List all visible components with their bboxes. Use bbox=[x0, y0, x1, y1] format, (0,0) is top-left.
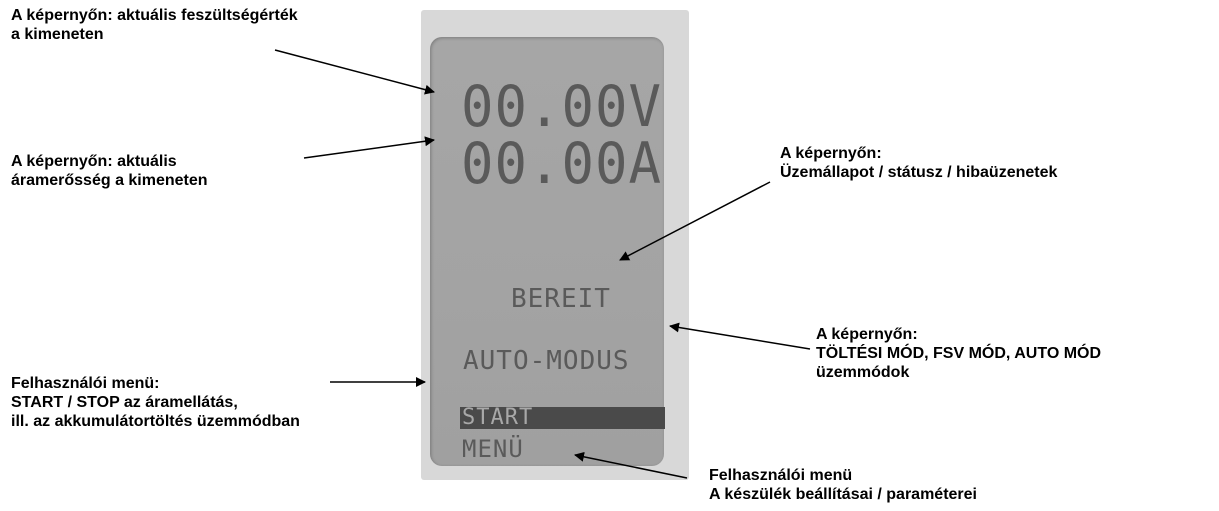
mode-callout-line3: üzemmódok bbox=[816, 364, 910, 381]
status-readout: BEREIT bbox=[511, 284, 611, 314]
voltage-readout: 00.00V bbox=[461, 73, 663, 140]
mode-callout-line2: TÖLTÉSI MÓD, FSV MÓD, AUTO MÓD bbox=[816, 345, 1102, 362]
menu-callout: Felhasználói menü A készülék beállításai… bbox=[709, 466, 977, 504]
mode-callout-line1: A képernyőn: bbox=[816, 326, 918, 343]
menu-callout-line1: Felhasználói menü bbox=[709, 467, 853, 484]
menu-callout-line2: A készülék beállításai / paraméterei bbox=[709, 486, 977, 503]
voltage-callout-line2: a kimeneten bbox=[11, 26, 104, 43]
status-arrow bbox=[619, 181, 771, 261]
menu-menu-item[interactable]: MENÜ bbox=[462, 435, 524, 463]
start-callout: Felhasználói menü: START / STOP az árame… bbox=[11, 374, 300, 431]
current-callout-line1: A képernyőn: aktuális bbox=[11, 153, 177, 170]
voltage-callout: A képernyőn: aktuális feszültségérték a … bbox=[11, 6, 298, 44]
current-callout: A képernyőn: aktuális áramerősség a kime… bbox=[11, 152, 208, 190]
status-callout-line2: Üzemállapot / státusz / hibaüzenetek bbox=[780, 164, 1058, 181]
voltage-arrow bbox=[274, 49, 435, 95]
mode-callout: A képernyőn: TÖLTÉSI MÓD, FSV MÓD, AUTO … bbox=[816, 325, 1101, 382]
current-arrow bbox=[303, 136, 435, 159]
current-callout-line2: áramerősség a kimeneten bbox=[11, 172, 208, 189]
menu-start-item[interactable]: START bbox=[462, 405, 534, 430]
status-callout-line1: A képernyőn: bbox=[780, 145, 882, 162]
menu-start-highlight[interactable]: START bbox=[460, 405, 665, 430]
status-callout: A képernyőn: Üzemállapot / státusz / hib… bbox=[780, 144, 1057, 182]
current-readout: 00.00A bbox=[461, 130, 663, 197]
mode-readout: AUTO-MODUS bbox=[463, 346, 630, 376]
menu-arrow bbox=[574, 451, 688, 479]
start-callout-line2: START / STOP az áramellátás, bbox=[11, 394, 238, 411]
voltage-callout-line1: A képernyőn: aktuális feszültségérték bbox=[11, 7, 298, 24]
start-callout-line1: Felhasználói menü: bbox=[11, 375, 160, 392]
mode-arrow bbox=[669, 322, 811, 350]
start-callout-line3: ill. az akkumulátortöltés üzemmódban bbox=[11, 413, 300, 430]
